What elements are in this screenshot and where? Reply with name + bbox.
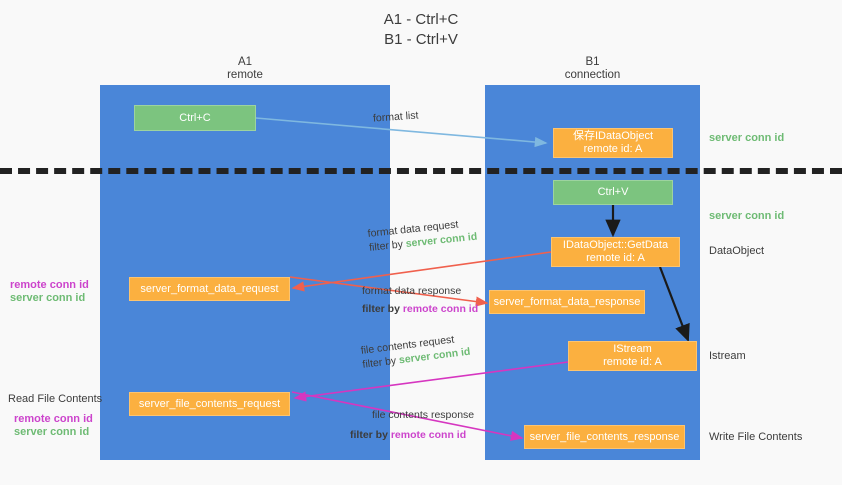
box-getdata-line2: remote id: A — [586, 252, 645, 264]
left-label-server-conn-id-2: server conn id — [14, 426, 90, 438]
edge-label-file-contents-response: file contents response filter by remote … — [350, 408, 474, 442]
lane-header-a1-sub: remote — [227, 69, 263, 81]
left-label-server-conn-id-1: server conn id — [10, 292, 86, 304]
edge-label-fdreq-filter-prefix: filter by — [368, 238, 407, 254]
timeline-divider — [0, 168, 842, 174]
box-save-idataobject-line1: 保存IDataObject — [572, 130, 654, 142]
right-label-server-conn-id-2: server conn id — [709, 210, 785, 222]
box-ctrl-v-label: Ctrl+V — [597, 186, 629, 198]
box-istream[interactable]: IStream remote id: A — [568, 341, 697, 371]
box-server-file-contents-response-label: server_file_contents_response — [529, 430, 680, 443]
lane-header-a1: A1 remote — [100, 56, 390, 82]
lane-header-b1: B1 connection — [485, 56, 700, 82]
edge-label-fcres-top: file contents response — [372, 409, 475, 421]
lane-header-a1-name: A1 — [237, 56, 253, 68]
box-istream-line2: remote id: A — [603, 356, 662, 368]
edge-label-fcres-filter: filter by remote conn id — [350, 428, 474, 442]
box-ctrl-v[interactable]: Ctrl+V — [553, 180, 673, 205]
lane-header-b1-name: B1 — [585, 56, 600, 68]
edge-label-format-list-text: format list — [372, 109, 419, 125]
box-idataobject-getdata[interactable]: IDataObject::GetData remote id: A — [551, 237, 680, 267]
box-ctrl-c[interactable]: Ctrl+C — [134, 105, 256, 131]
box-save-idataobject-line2: remote id: A — [583, 143, 643, 155]
box-getdata-line1: IDataObject::GetData — [562, 239, 669, 251]
right-label-istream: Istream — [709, 350, 746, 362]
edge-label-fdres-filter: filter by remote conn id — [362, 302, 478, 316]
box-istream-line1: IStream — [613, 343, 652, 355]
lane-header-b1-sub: connection — [564, 69, 621, 81]
edge-label-fcres-filter-value: remote conn id — [390, 429, 467, 441]
box-server-format-data-response-label: server_format_data_response — [493, 295, 641, 308]
box-server-format-data-request[interactable]: server_format_data_request — [129, 277, 290, 301]
box-server-file-contents-response[interactable]: server_file_contents_response — [524, 425, 685, 449]
right-label-dataobject: DataObject — [709, 245, 765, 257]
right-label-server-conn-id-1: server conn id — [709, 132, 785, 144]
edge-label-format-list: format list — [373, 108, 419, 125]
box-server-format-data-response[interactable]: server_format_data_response — [489, 290, 645, 314]
box-server-file-contents-request-label: server_file_contents_request — [138, 397, 281, 410]
left-label-read-file-contents: Read File Contents — [8, 393, 103, 405]
edge-label-fcres-filter-prefix: filter by — [350, 429, 391, 441]
edge-label-fdres-filter-prefix: filter by — [362, 303, 403, 315]
title-line-2: B1 - Ctrl+V — [384, 31, 458, 48]
page-title: A1 - Ctrl+C B1 - Ctrl+V — [0, 10, 842, 50]
edge-label-fdres-top: format data response — [362, 285, 462, 297]
edge-label-format-data-response: format data response filter by remote co… — [362, 284, 478, 316]
box-save-idataobject[interactable]: 保存IDataObject remote id: A — [553, 128, 673, 158]
box-ctrl-c-label: Ctrl+C — [179, 111, 211, 124]
left-label-remote-conn-id-2: remote conn id — [14, 413, 93, 425]
left-label-remote-conn-id-1: remote conn id — [10, 279, 89, 291]
edge-label-fcreq-filter-prefix: filter by — [361, 354, 400, 371]
edge-label-fdres-filter-value: remote conn id — [402, 303, 479, 315]
box-server-format-data-request-label: server_format_data_request — [140, 282, 279, 295]
title-line-1: A1 - Ctrl+C — [383, 11, 459, 28]
right-label-write-file-contents: Write File Contents — [709, 431, 803, 443]
box-server-file-contents-request[interactable]: server_file_contents_request — [129, 392, 290, 416]
